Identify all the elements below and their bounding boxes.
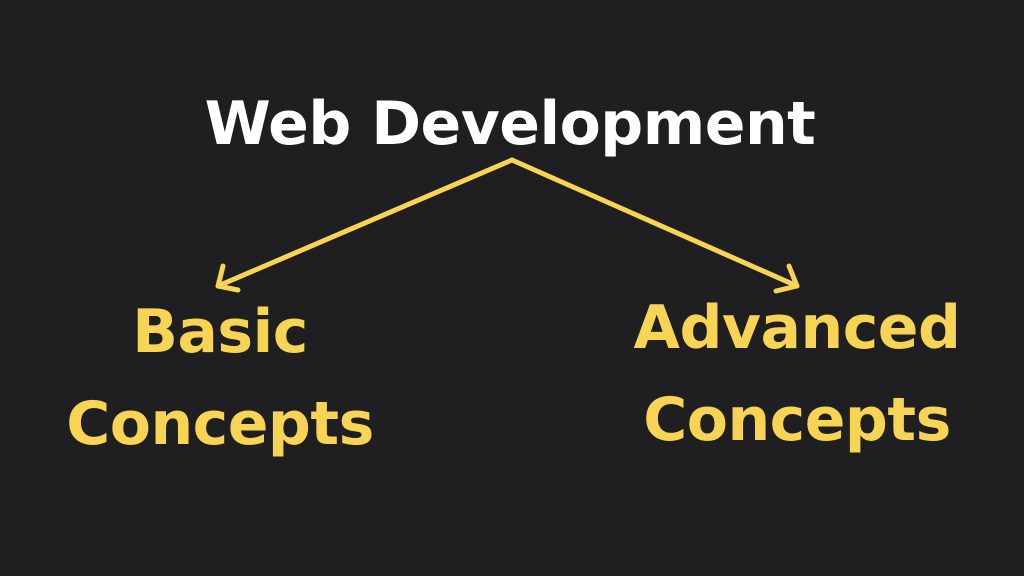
child-node-label-line2: Concepts	[66, 389, 374, 459]
child-node-advanced-concepts: Advanced Concepts	[612, 282, 982, 466]
arrow-to-advanced-concepts	[509, 157, 800, 289]
child-node-label-line1: Advanced	[633, 293, 961, 363]
child-node-label-line1: Basic	[132, 297, 308, 367]
child-node-label-line2: Concepts	[643, 385, 951, 455]
arrowhead-advanced-concepts	[773, 263, 800, 294]
arrowhead-basic-concepts	[215, 263, 241, 293]
child-node-basic-concepts: Basic Concepts	[40, 286, 400, 470]
root-node-title: Web Development	[0, 88, 1024, 160]
arrow-to-basic-concepts	[215, 157, 515, 289]
root-node-label: Web Development	[204, 89, 816, 159]
